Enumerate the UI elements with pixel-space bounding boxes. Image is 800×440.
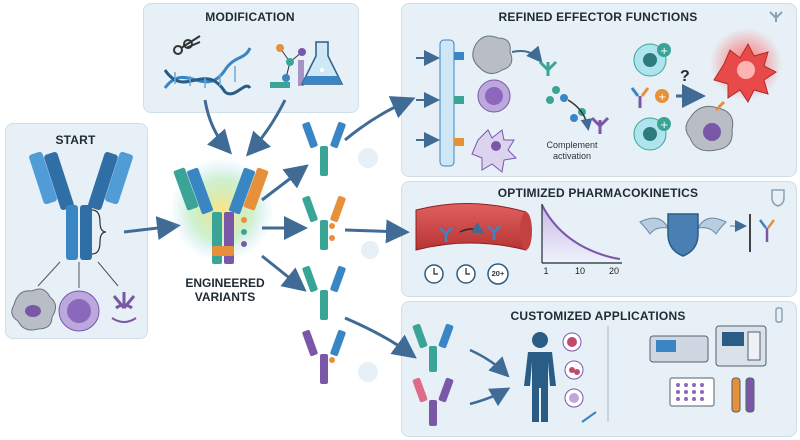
macrophage-icon [11,288,56,331]
mini-molecule-icon [358,148,378,168]
blood-vessel-icon [415,202,532,251]
clock-icons [424,263,509,285]
lymphocyte-icon [58,290,100,332]
fc-receptor-column-icon [439,39,464,167]
receptor-icon [111,292,137,323]
modification-title: MODIFICATION [205,10,295,24]
mini-receptor-icon [361,241,379,259]
question-mark: ? [680,68,690,85]
lab-equipment-icon [649,325,767,413]
complement-activation-label: Complement activation [532,140,612,162]
engineered-variants-label: ENGINEERED VARIANTS [170,276,280,304]
molecule-icon [276,44,306,82]
effector-cells-icon [471,35,518,173]
clock-badge-20plus: 20+ [491,269,505,278]
killer-cell-icon [685,100,734,152]
shield-wings-icon [639,213,727,257]
variant-antibody-4-icon [302,329,346,384]
target-cell-icon [713,42,777,103]
decay-tick-10: 10 [574,266,585,276]
complement-cascade-icon [511,45,610,134]
engineered-antibody-icon [173,167,269,264]
complement-line2: activation [552,151,592,161]
pk-corner-shield-icon [771,189,785,207]
activated-cells-icon: + + + [630,43,671,151]
human-figure-icon [524,332,556,422]
apps-panel [401,301,797,437]
app-antibody-1-icon [412,323,454,372]
decay-curve-plot [541,204,622,264]
app-antibody-2-icon [412,377,454,426]
pk-title: OPTIMIZED PHARMACOKINETICS [497,186,699,200]
variant-antibody-1-icon [302,121,346,176]
variant-antibody-3-icon [302,265,346,320]
svg-text:+: + [660,46,668,57]
dna-icon [163,47,252,96]
decay-tick-20: 20 [608,266,619,276]
scissors-icon [173,35,201,55]
antibody-barrier-icon [730,214,775,252]
apps-corner-icon [775,307,783,323]
lab-flask-icon [270,41,344,88]
start-antibody-icon [29,151,133,260]
effector-title: REFINED EFFECTOR FUNCTIONS [498,10,698,24]
variant-antibody-2-icon [302,195,346,250]
svg-text:+: + [660,120,668,131]
decay-tick-1: 1 [543,266,549,276]
apps-title: CUSTOMIZED APPLICATIONS [510,309,686,323]
cell-targets-icon [562,332,597,423]
complement-line1: Complement [546,140,598,150]
effector-corner-icon [769,11,783,22]
mini-molecule-icon-2 [358,362,378,382]
svg-text:+: + [658,92,666,103]
engineered-label-line1: ENGINEERED [185,276,265,290]
engineered-label-line2: VARIANTS [194,290,256,304]
start-title: START [55,133,96,147]
